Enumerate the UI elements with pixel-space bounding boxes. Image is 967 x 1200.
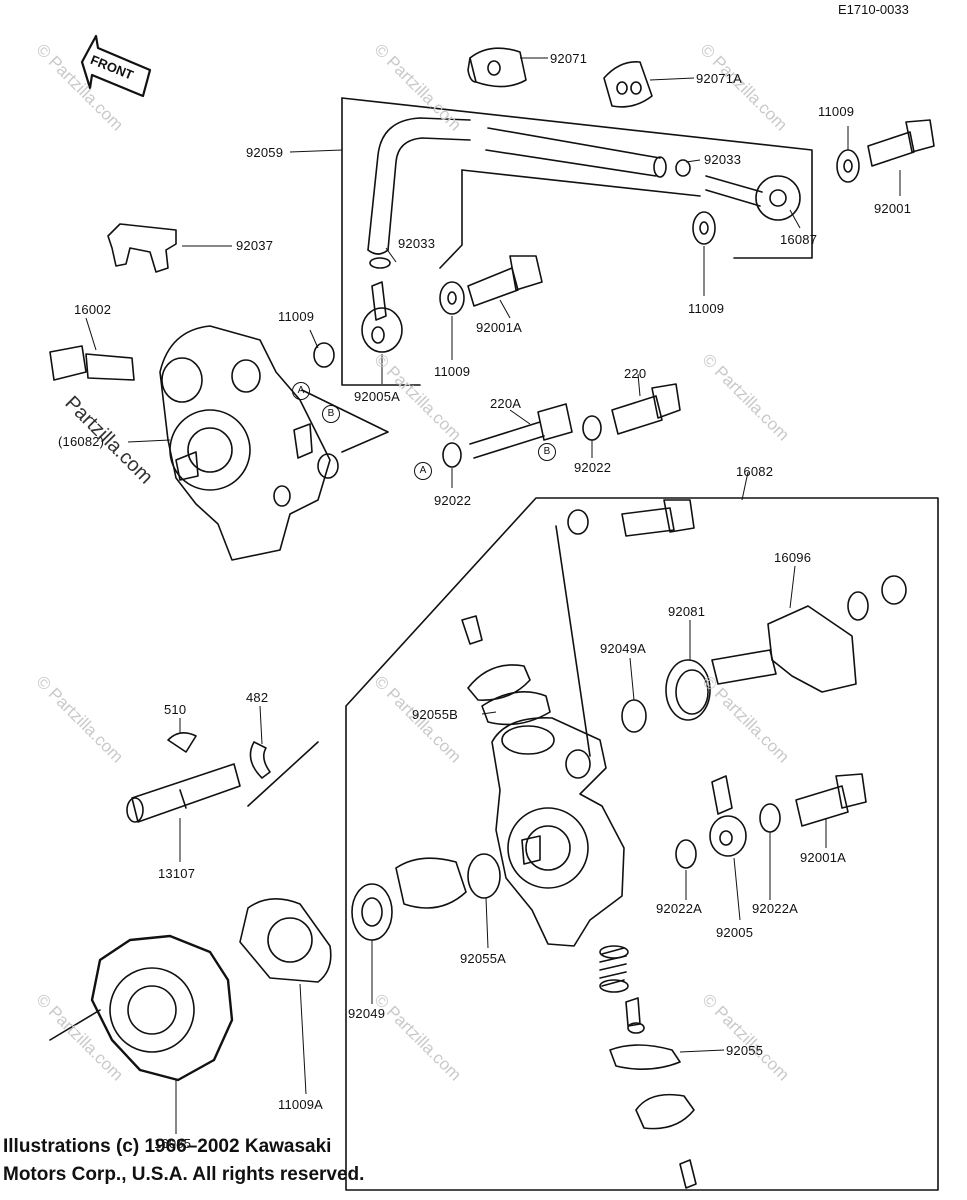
washer-11009-left: [313, 342, 335, 368]
diagram-reference: E1710-0033: [838, 2, 909, 17]
part-label-220: 220: [624, 366, 647, 381]
copyright-line-1: Illustrations (c) 1966–2002 Kawasaki: [3, 1136, 332, 1157]
part-label-92022-a: 92022: [434, 493, 472, 508]
pin-510: [167, 732, 197, 753]
circle-ref-a-bolt: A: [414, 462, 432, 480]
seal-92049: [351, 883, 393, 941]
valve-16096: [711, 605, 857, 693]
ref-line-16085: [49, 1009, 101, 1041]
spring-92081: [665, 659, 711, 721]
clip-92037: [107, 223, 177, 273]
clip-92033-top: [675, 159, 691, 177]
part-label-92001A-bottom: 92001A: [800, 850, 847, 865]
part-label-13107: 13107: [158, 866, 196, 881]
gasket-92055: [609, 1044, 681, 1070]
part-label-92005A: 92005A: [354, 389, 401, 404]
front-arrow-icon: [80, 34, 152, 98]
oil-hose-92059: [367, 117, 667, 255]
clip-92033-left: [369, 257, 391, 269]
part-label-92049: 92049: [348, 1006, 386, 1021]
ref-line-482: [247, 741, 319, 807]
part-label-16082: 16082: [736, 464, 774, 479]
part-label-16096: 16096: [774, 550, 812, 565]
part-label-92037: 92037: [236, 238, 274, 253]
bolt-92001A-bottom: [795, 773, 867, 827]
part-label-11009-left: 11009: [278, 309, 315, 324]
part-label-92005: 92005: [716, 925, 754, 940]
part-label-92022A-right: 92022A: [752, 901, 799, 916]
washer-11009-top: [836, 149, 860, 183]
circle-ref-a: A: [292, 382, 310, 400]
part-label-11009-mid: 11009: [434, 364, 471, 379]
part-label-92022A-left: 92022A: [656, 901, 703, 916]
cover-plate-top: [467, 664, 531, 701]
screw-top: [461, 615, 483, 645]
part-label-220A: 220A: [490, 396, 522, 411]
part-label-92055: 92055: [726, 1043, 764, 1058]
gasket-92055B: [481, 690, 551, 726]
oil-pump-body: [491, 717, 625, 947]
oil-pump-assembly-upper: [159, 325, 339, 561]
o-ring-92055A: [467, 853, 501, 899]
oil-line-assembly-frame: [341, 97, 813, 386]
sensor-16002: [49, 345, 135, 381]
grommet-92071A: [603, 61, 653, 108]
bolt-exploded-top: [621, 507, 675, 537]
part-label-16087: 16087: [780, 232, 818, 247]
bolt-220A: [469, 403, 573, 459]
gear-16085: [90, 934, 234, 1082]
shaft-13107: [126, 763, 241, 823]
seal-92049A: [621, 699, 647, 733]
gasket-11009A: [239, 898, 332, 983]
housing-cover: [395, 857, 467, 909]
washer-92022-a: [442, 442, 462, 468]
circle-ref-b-bolt: B: [538, 443, 556, 461]
washer-92022-b: [582, 415, 602, 441]
part-label-482: 482: [246, 690, 269, 705]
washer-11009-mid: [439, 281, 465, 315]
spring-relief-valve: [599, 945, 629, 993]
banjo-92005: [709, 775, 747, 857]
part-label-92033-left: 92033: [398, 236, 436, 251]
part-label-16082-paren: (16082): [58, 434, 105, 449]
banjo-fitting-16087: [705, 175, 801, 221]
circlip-482: [249, 741, 271, 779]
bolt-92001: [867, 119, 935, 167]
part-label-92059: 92059: [246, 145, 284, 160]
part-label-92055A: 92055A: [460, 951, 507, 966]
copyright-line-2: Motors Corp., U.S.A. All rights reserved…: [3, 1164, 365, 1185]
part-label-92001A-top: 92001A: [476, 320, 523, 335]
part-label-92055B: 92055B: [412, 707, 459, 722]
part-label-92001: 92001: [874, 201, 912, 216]
part-label-92071A: 92071A: [696, 71, 743, 86]
part-label-11009-right: 11009: [688, 301, 725, 316]
banjo-92005A: [361, 281, 403, 353]
grommet-92071: [467, 47, 527, 88]
part-label-11009A: 11009A: [278, 1097, 324, 1112]
plunger: [625, 997, 645, 1034]
ref-line-bolt: [555, 525, 591, 757]
part-label-11009-top: 11009: [818, 104, 855, 119]
circle-ref-b: B: [322, 405, 340, 423]
part-label-92033-top: 92033: [704, 152, 742, 167]
bolt-220: [611, 383, 681, 435]
part-label-16085: 16085: [154, 1136, 192, 1151]
part-label-92071: 92071: [550, 51, 588, 66]
exploded-frame-16082: [345, 497, 939, 1191]
cover-plate-bottom: [635, 1093, 695, 1130]
part-label-92049A: 92049A: [600, 641, 647, 656]
bolt-92001A-top: [467, 255, 543, 307]
part-label-92022-b: 92022: [574, 460, 612, 475]
washer-11009-right: [692, 211, 716, 245]
screw-bottom: [679, 1159, 697, 1189]
ref-lines-A-B: [301, 389, 389, 453]
part-label-510: 510: [164, 702, 187, 717]
part-label-92081: 92081: [668, 604, 706, 619]
part-label-16002: 16002: [74, 302, 112, 317]
